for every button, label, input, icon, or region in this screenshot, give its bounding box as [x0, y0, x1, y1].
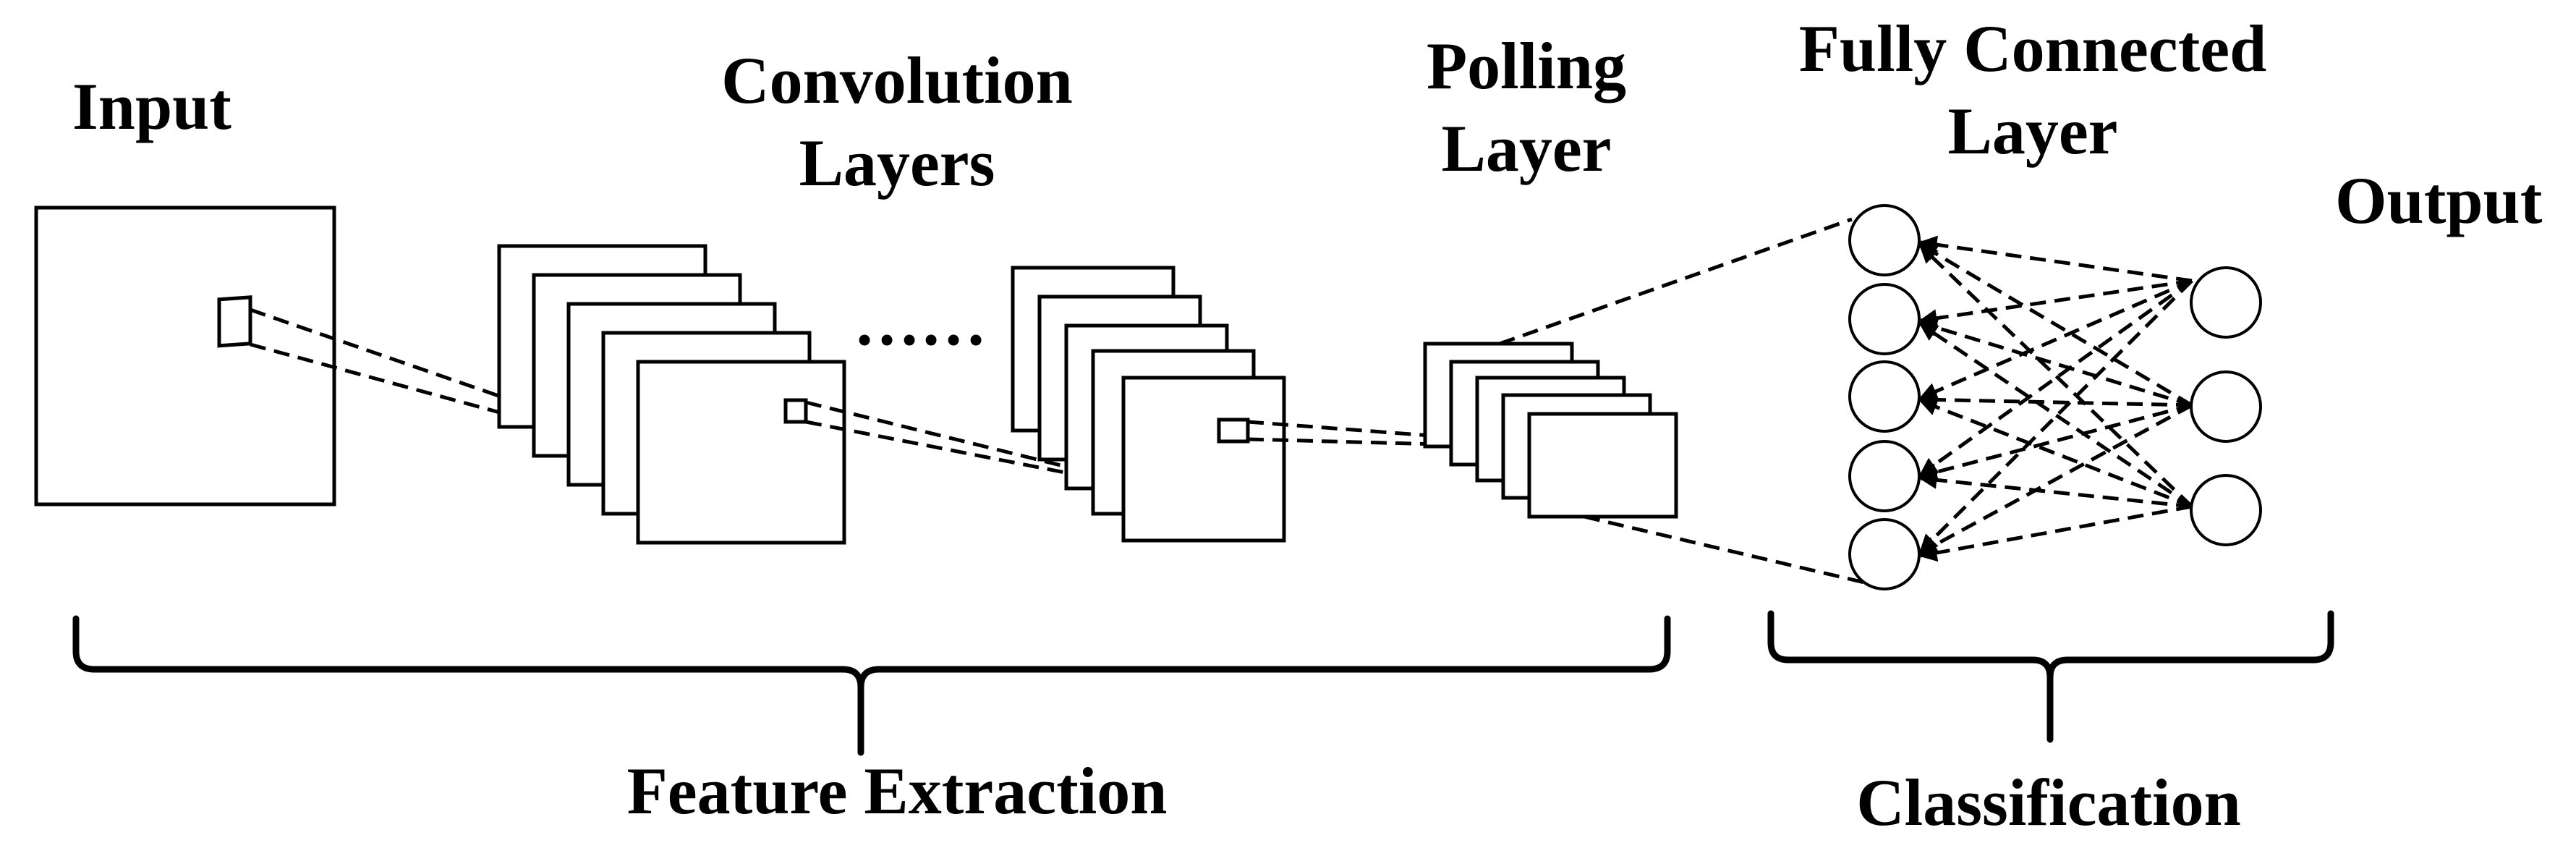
ellipsis-label: …… [854, 285, 987, 359]
input-image [34, 205, 336, 507]
pool-to-fc-top-line [1499, 217, 1853, 346]
convolution-label-line1: Convolution [721, 43, 1073, 117]
output-node [2190, 370, 2262, 443]
convolution-stack-2 [1011, 266, 1286, 543]
input-to-conv-upper-line [250, 308, 720, 475]
fc-connections [1918, 235, 2193, 562]
output-label: Output [2335, 164, 2543, 237]
classification-label: Classification [1856, 766, 2241, 839]
pooling-stack [1423, 342, 1678, 519]
output-node [2190, 474, 2262, 546]
fc-node [1848, 440, 1921, 512]
fc-node [1848, 283, 1921, 355]
output-layer [2190, 266, 2262, 546]
pool-to-fc-bottom-line [1584, 514, 1874, 587]
fully-connected-label-line1: Fully Connected [1799, 12, 2267, 85]
pooling-label-line1: Polling [1427, 29, 1626, 103]
fully-connected-label-line2: Layer [1947, 94, 2117, 168]
output-node [2190, 266, 2262, 339]
input-label: Input [72, 69, 231, 143]
fc-node [1848, 518, 1921, 590]
classification-brace [1767, 610, 2334, 743]
convolution-label-line2: Layers [799, 126, 995, 200]
convolution-stack-1 [497, 244, 846, 545]
fully-connected-layer [1848, 204, 1921, 590]
feature-extraction-label: Feature Extraction [627, 754, 1168, 828]
feature-extraction-brace [72, 615, 1671, 756]
pooling-label-line2: Layer [1441, 111, 1611, 185]
fc-node [1848, 360, 1921, 433]
fc-node [1848, 204, 1921, 276]
